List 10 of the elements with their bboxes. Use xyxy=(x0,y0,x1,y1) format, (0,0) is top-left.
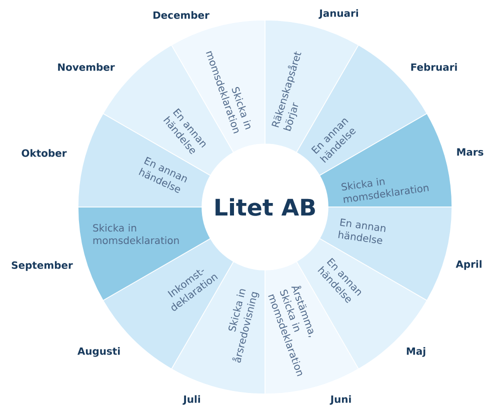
month-label: Oktober xyxy=(22,149,67,157)
month-label: Januari xyxy=(318,9,358,19)
month-label: April xyxy=(456,260,482,270)
month-label: Juli xyxy=(182,395,200,405)
center-title: Litet AB xyxy=(216,198,315,216)
month-label: December xyxy=(154,11,210,19)
month-label: September xyxy=(12,261,73,271)
month-label: Mars xyxy=(457,148,484,156)
month-label: Maj xyxy=(406,347,426,357)
month-label: Juni xyxy=(330,395,351,405)
